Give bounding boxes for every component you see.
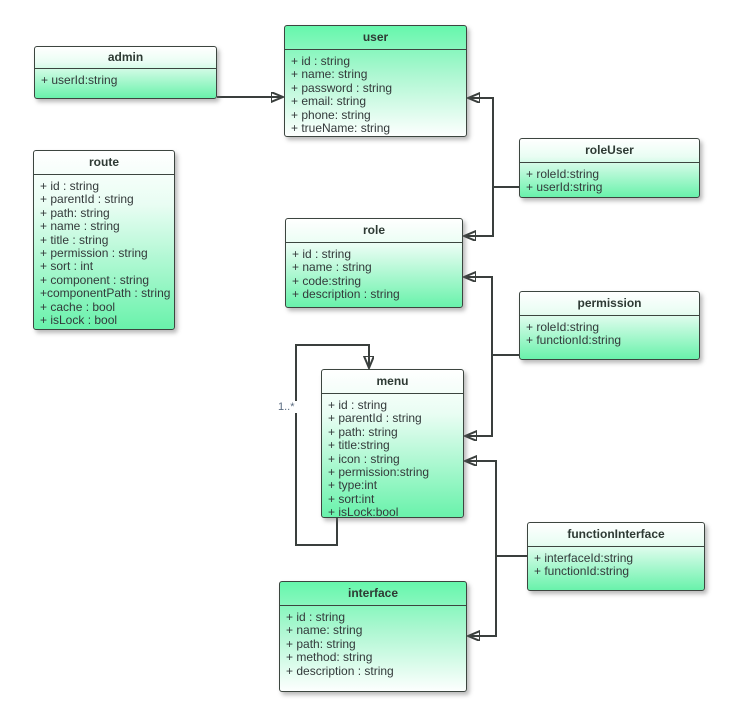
entity-role-title: role [286,219,462,243]
entity-admin-attributes: + userId:string [35,69,216,89]
attribute-row: + permission:string [328,465,430,480]
entity-admin-title: admin [35,47,216,69]
attribute-row: + description : string [286,663,394,678]
attribute-row: + component : string [40,272,150,287]
entity-route-attributes: + id : string+ parentId : string+ path: … [34,175,174,329]
attribute-row: + sort:int [328,491,375,506]
attribute-row: + id : string [292,247,352,261]
entity-roleUser[interactable]: roleUser + roleId:string+ userId:string [519,138,700,198]
attribute-row: + email: string [291,94,367,109]
attribute-row: + name: string [286,623,363,638]
entity-user-title: user [285,26,466,50]
entity-title-text: permission [577,296,642,310]
entity-title-text: roleUser [585,143,634,157]
entity-permission-attributes: + roleId:string+ functionId:string [520,316,699,350]
attribute-row: + parentId : string [40,192,134,207]
attribute-row: + sort : int [40,259,94,274]
entity-interface[interactable]: interface + id : string+ name: string+ p… [279,581,467,692]
attribute-row: + path: string [286,636,356,651]
edge-roleUser-role[interactable] [464,187,494,236]
menu-self-loop-multiplicity-label: 1..* [276,401,297,413]
attribute-row: + name : string [40,219,120,234]
attribute-row: + path: string [40,205,110,220]
entity-interface-title: interface [280,582,466,606]
edge-permission-role[interactable] [464,277,519,356]
entity-title-text: functionInterface [567,527,665,541]
attribute-row: +componentPath : string [40,286,171,301]
attribute-row: + id : string [291,54,351,68]
attribute-row: + userId:string [41,73,118,87]
entity-route[interactable]: route + id : string+ parentId : string+ … [33,150,175,330]
attribute-row: + title : string [40,232,109,247]
entity-role[interactable]: role + id : string+ name : string+ code:… [285,218,463,308]
attribute-row: + description : string [292,287,400,302]
entity-menu-title: menu [322,370,463,394]
entity-menu[interactable]: menu + id : string+ parentId : string+ p… [321,369,464,519]
attribute-row: + id : string [328,398,388,412]
entity-roleUser-title: roleUser [520,139,699,163]
attribute-row: + id : string [286,610,346,624]
attribute-row: + permission : string [40,246,148,261]
attribute-row: + phone: string [291,107,371,122]
entity-title-text: interface [347,586,399,600]
attribute-row: + title:string [328,438,390,453]
entity-permission-title: permission [520,292,699,316]
entity-admin[interactable]: admin + userId:string [34,46,217,99]
edge-functionInterface-menu[interactable] [465,461,527,557]
attribute-row: + code:string [292,273,362,288]
entity-role-attributes: + id : string+ name : string+ code:strin… [286,243,462,304]
attribute-row: + roleId:string [526,320,600,334]
attribute-row: + icon : string [328,451,400,466]
attribute-row: + type:int [328,478,378,493]
edge-roleUser-user[interactable] [468,98,519,188]
entity-user-attributes: + id : string+ name: string+ password : … [285,50,466,137]
attribute-row: + id : string [40,179,100,193]
attribute-row: + name: string [291,67,368,82]
attribute-row: + parentId : string [328,411,422,426]
entity-title-text: route [89,155,119,169]
entity-functionInterface-attributes: + interfaceId:string+ functionId:string [528,547,704,581]
attribute-row: + password : string [291,80,393,95]
attribute-row: + functionId:string [534,564,630,579]
entity-route-title: route [34,151,174,175]
entity-title-text: role [362,223,385,237]
entity-title-text: menu [376,374,409,388]
edge-menu-self-loop[interactable] [295,344,369,546]
entity-permission[interactable]: permission + roleId:string+ functionId:s… [519,291,700,360]
edge-functionInterface-interface[interactable] [468,556,497,636]
attribute-row: + cache : bool [40,299,116,314]
attribute-row: + roleId:string [526,167,600,181]
entity-title-text: user [362,30,389,44]
entity-functionInterface[interactable]: functionInterface + interfaceId:string+ … [527,522,705,591]
attribute-row: + method: string [286,650,373,665]
attribute-row: + path: string [328,424,398,439]
attribute-row: + isLock : bool [40,313,118,328]
attribute-row: + functionId:string [526,333,622,348]
attribute-row: + trueName: string [291,121,391,136]
entity-user[interactable]: user + id : string+ name: string+ passwo… [284,25,467,137]
attribute-row: + isLock:bool [328,505,399,520]
attribute-row: + interfaceId:string [534,551,634,565]
entity-functionInterface-title: functionInterface [528,523,704,547]
entity-title-text: admin [107,50,144,64]
entity-roleUser-attributes: + roleId:string+ userId:string [520,163,699,197]
attribute-row: + name : string [292,260,372,275]
entity-interface-attributes: + id : string+ name: string+ path: strin… [280,606,466,680]
entity-menu-attributes: + id : string+ parentId : string+ path: … [322,394,463,522]
attribute-row: + userId:string [526,180,603,195]
edge-permission-menu[interactable] [465,355,493,436]
